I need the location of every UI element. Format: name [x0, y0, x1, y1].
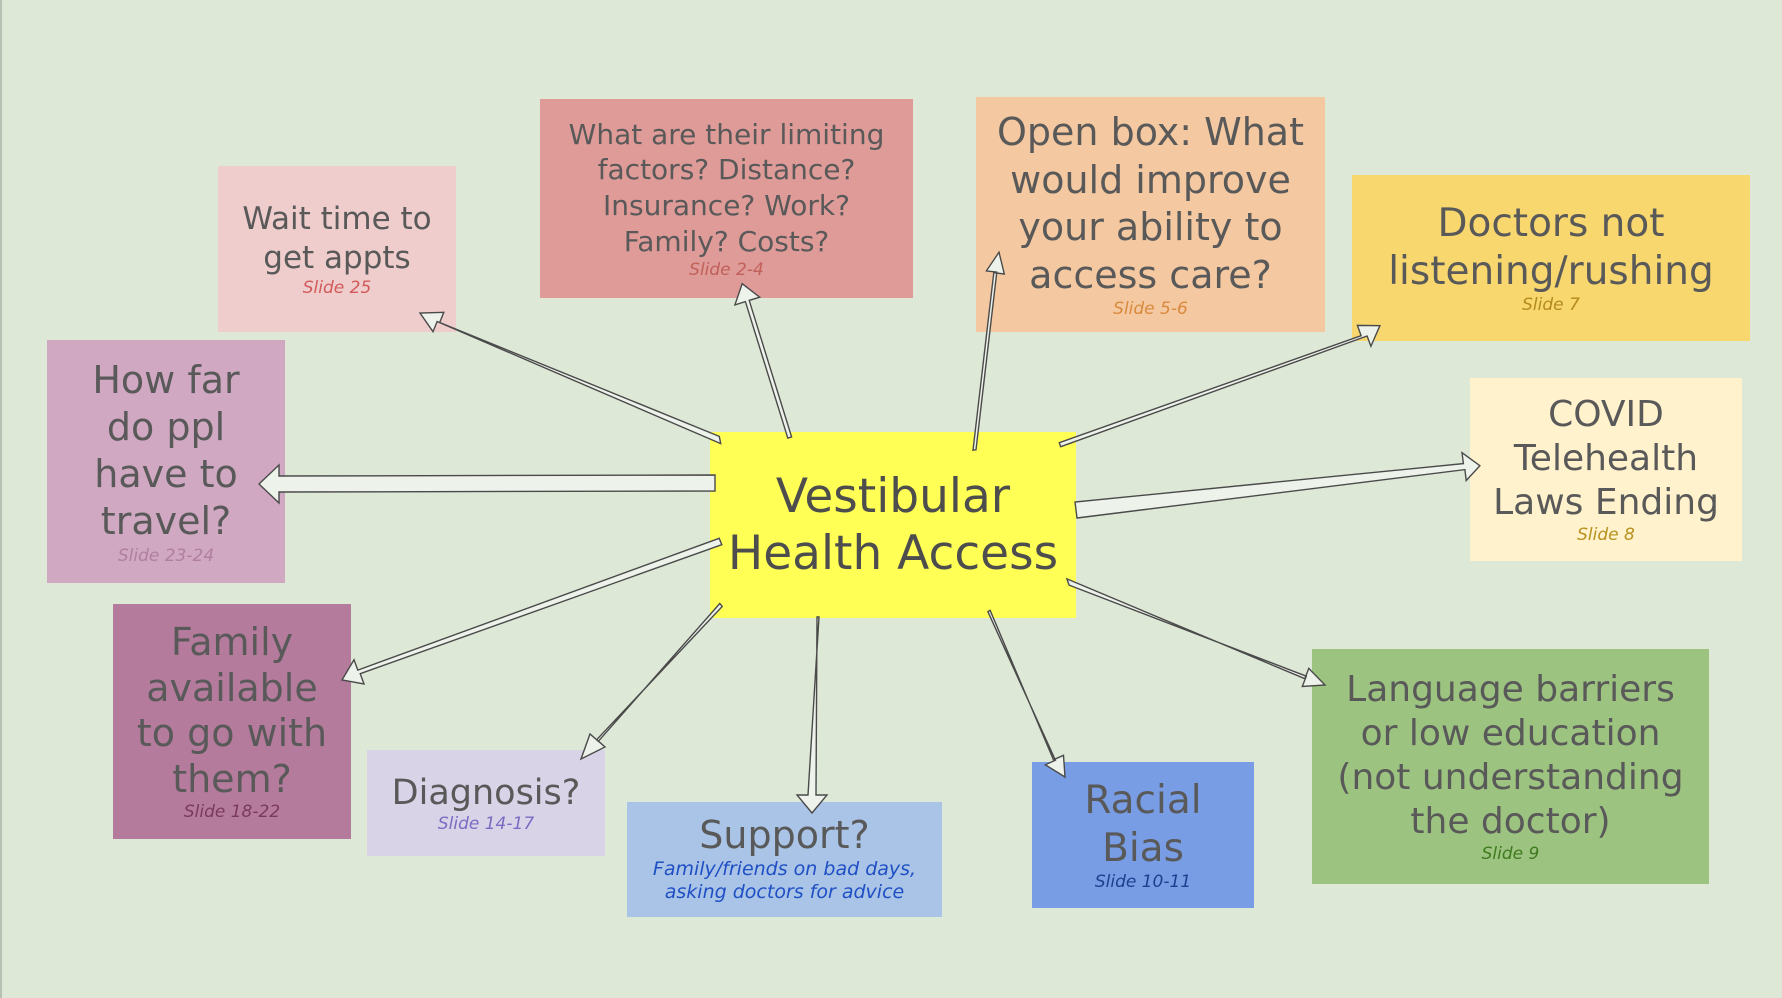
node-limiting-factors: What are their limiting factors? Distanc…: [540, 99, 913, 298]
node-language-barriers-text: Language barriers or low education (not …: [1337, 669, 1684, 843]
arrow-to-doctors: [1058, 324, 1381, 448]
node-doctors-not-listening-slide: Slide 7: [1522, 295, 1580, 316]
node-travel-text: How far do ppl have to travel?: [92, 358, 240, 544]
arrow-to-open-box: [972, 250, 1006, 452]
slide-left-edge: [0, 0, 2, 998]
node-language-barriers: Language barriers or low education (not …: [1312, 649, 1709, 884]
arrow-to-travel: [257, 463, 716, 505]
node-racial-bias-text: Racial Bias: [1084, 778, 1202, 871]
arrow-to-wait-time: [418, 311, 722, 445]
node-support-text: Support?: [699, 812, 870, 857]
arrow-to-support: [795, 616, 829, 815]
node-racial-bias: Racial Bias Slide 10-11: [1032, 762, 1254, 908]
node-wait-time: Wait time to get appts Slide 25: [218, 166, 456, 332]
node-travel-slide: Slide 23-24: [117, 545, 215, 566]
arrow-to-limiting-factors: [733, 282, 793, 439]
arrow-to-language: [1065, 577, 1327, 688]
node-diagnosis: Diagnosis? Slide 14-17: [367, 750, 605, 856]
node-family-available-text: Family available to go with them?: [136, 620, 328, 801]
center-node: Vestibular Health Access: [710, 432, 1076, 618]
node-doctors-not-listening-text: Doctors not listening/rushing: [1388, 201, 1714, 294]
arrow-to-diagnosis: [579, 602, 724, 761]
node-covid-telehealth-slide: Slide 8: [1577, 525, 1635, 546]
arrow-to-family: [340, 537, 723, 685]
node-limiting-factors-text: What are their limiting factors? Distanc…: [568, 117, 885, 259]
node-limiting-factors-slide: Slide 2-4: [689, 259, 764, 280]
node-wait-time-text: Wait time to get appts: [242, 201, 432, 276]
center-title: Vestibular Health Access: [727, 468, 1059, 581]
node-racial-bias-slide: Slide 10-11: [1094, 872, 1192, 893]
node-family-available-slide: Slide 18-22: [183, 802, 281, 823]
node-wait-time-slide: Slide 25: [302, 277, 372, 298]
node-diagnosis-slide: Slide 14-17: [437, 813, 535, 834]
node-diagnosis-text: Diagnosis?: [391, 772, 581, 813]
node-support: Support? Family/friends on bad days, ask…: [627, 802, 942, 917]
node-covid-telehealth-text: COVID Telehealth Laws Ending: [1493, 394, 1719, 524]
node-open-box-text: Open box: What would improve your abilit…: [997, 110, 1304, 297]
node-covid-telehealth: COVID Telehealth Laws Ending Slide 8: [1470, 378, 1742, 561]
node-doctors-not-listening: Doctors not listening/rushing Slide 7: [1352, 175, 1750, 341]
node-open-box-slide: Slide 5-6: [1113, 299, 1188, 320]
arrow-to-covid: [1074, 451, 1481, 519]
node-open-box: Open box: What would improve your abilit…: [976, 97, 1325, 332]
arrow-to-racial-bias: [987, 609, 1066, 779]
node-family-available: Family available to go with them? Slide …: [113, 604, 351, 839]
node-support-note: Family/friends on bad days, asking docto…: [652, 857, 917, 904]
node-language-barriers-slide: Slide 9: [1481, 844, 1540, 865]
node-travel: How far do ppl have to travel? Slide 23-…: [47, 340, 285, 583]
